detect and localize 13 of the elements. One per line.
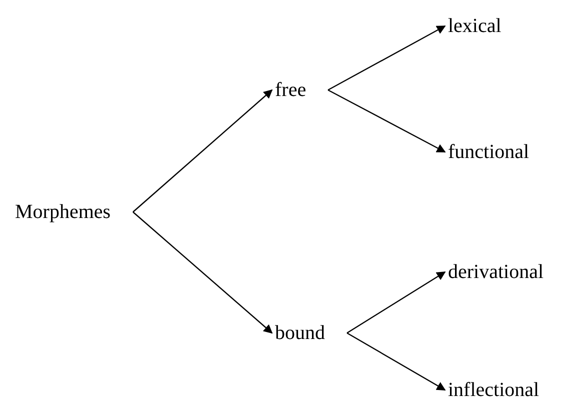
- arrow: [346, 271, 446, 334]
- node-label: Morphemes: [15, 200, 111, 224]
- arrow: [132, 89, 273, 212]
- arrow: [328, 89, 446, 153]
- node-label: bound: [275, 321, 325, 345]
- node-label: functional: [448, 140, 530, 164]
- node-label: free: [275, 78, 306, 102]
- arrow: [328, 25, 446, 91]
- node-label: derivational: [448, 260, 544, 284]
- arrow: [132, 212, 273, 334]
- arrow: [346, 332, 446, 391]
- node-label: inflectional: [448, 378, 540, 402]
- node-label: lexical: [448, 14, 502, 38]
